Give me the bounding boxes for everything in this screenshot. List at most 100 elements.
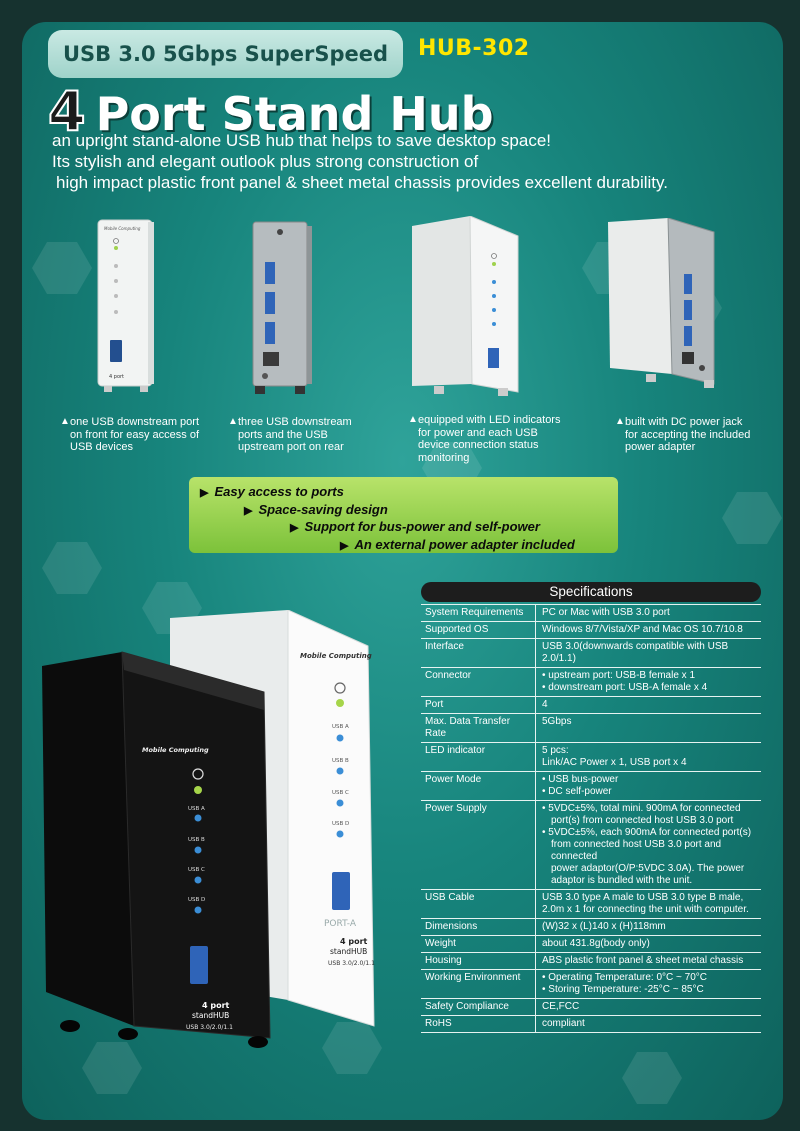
spec-value: 4 [535, 696, 761, 714]
spec-value: Windows 8/7/Vista/XP and Mac OS 10.7/10.… [535, 621, 761, 639]
spec-value-line: port(s) from connected host USB 3.0 port [551, 815, 734, 826]
port-a-label: PORT-A [324, 919, 357, 929]
table-row: Power Supply • 5VDC±5%, total mini. 900mA… [421, 800, 761, 890]
feature-item: ▶ Easy access to ports [200, 484, 344, 499]
arrow-right-icon: ▶ [340, 540, 349, 552]
triangle-bullet-icon: ▲ [408, 414, 418, 425]
spec-value: PC or Mac with USB 3.0 port [535, 604, 761, 622]
caption-line: built with DC power jack [625, 416, 743, 428]
intro-line: Its stylish and elegant outlook plus str… [52, 152, 479, 171]
spec-key: Connector [421, 667, 536, 697]
usb-b-label: USB B [188, 837, 205, 843]
spec-key: Weight [421, 935, 536, 953]
caption-line: on front for easy access of [70, 428, 200, 441]
version-label: USB 3.0/2.0/1.1 [328, 960, 375, 967]
tagline: USB 3.0 5Gbps SuperSpeed [48, 30, 403, 78]
spec-value-line: • 5VDC±5%, total mini. 900mA for connect… [542, 803, 741, 814]
spec-value-line: USB 3.0 type A male to USB 3.0 type B ma… [542, 892, 744, 903]
version-label: USB 3.0/2.0/1.1 [186, 1024, 233, 1031]
feature-text: An external power adapter included [354, 537, 575, 552]
hex-decor [622, 1052, 682, 1104]
table-row: Weight about 431.8g(body only) [421, 935, 761, 953]
spec-value: about 431.8g(body only) [535, 935, 761, 953]
table-row: Max. Data Transfer Rate 5Gbps [421, 713, 761, 743]
usb-d-label: USB D [332, 821, 349, 827]
standhub-label: standHUB [330, 947, 367, 956]
caption-led: ▲ equipped with LED indicators for power… [408, 414, 561, 464]
spec-value-line: from connected host USB 3.0 port and con… [551, 839, 722, 862]
spec-key: Supported OS [421, 621, 536, 639]
triangle-bullet-icon: ▲ [228, 416, 238, 427]
spec-value: CE,FCC [535, 998, 761, 1016]
spec-key: LED indicator [421, 742, 536, 772]
ports-label: 4 port [109, 374, 124, 380]
arrow-right-icon: ▶ [244, 505, 253, 517]
model-number: HUB-302 [418, 36, 530, 61]
feature-text: Easy access to ports [214, 484, 344, 499]
product-hero-image: Mobile Computing USB A USB B USB C USB D… [42, 610, 375, 1048]
caption-line: equipped with LED indicators [418, 414, 561, 426]
spec-value: 5Gbps [535, 713, 761, 743]
spec-value: compliant [535, 1015, 761, 1033]
spec-key: Power Mode [421, 771, 536, 801]
usb-d-label: USB D [188, 897, 205, 903]
table-row: Power Mode• USB bus-power• DC self-power [421, 771, 761, 801]
ports-label: 4 port [340, 937, 368, 946]
spec-value: • USB bus-power• DC self-power [535, 771, 761, 801]
spec-value: USB 3.0 type A male to USB 3.0 type B ma… [535, 889, 761, 919]
spec-key: Safety Compliance [421, 998, 536, 1016]
arrow-right-icon: ▶ [290, 522, 299, 534]
spec-value: • upstream port: USB-B female x 1• downs… [535, 667, 761, 697]
caption-line: device connection status [418, 439, 539, 451]
product-photo-front: Mobile Computing 4 port [97, 219, 154, 392]
table-row: Safety Compliance CE,FCC [421, 998, 761, 1016]
spec-value-line: • downstream port: USB-A female x 4 [542, 682, 708, 693]
spec-key: Working Environment [421, 969, 536, 999]
triangle-bullet-icon: ▲ [615, 416, 625, 427]
spec-value-line: about 431.8g(body only) [542, 938, 650, 949]
spec-value-line: compliant [542, 1018, 585, 1029]
spec-value: USB 3.0(downwards compatible with USB 2.… [535, 638, 761, 668]
spec-value-line: • 5VDC±5%, each 900mA for connected port… [542, 827, 752, 838]
spec-value-line: 2.0m x 1 for connecting the unit with co… [542, 904, 749, 915]
spec-key: Max. Data Transfer Rate [421, 713, 536, 743]
spec-value-line: Link/AC Power x 1, USB port x 4 [542, 757, 687, 768]
feature-item: ▶ An external power adapter included [340, 537, 575, 552]
spec-value: • Operating Temperature: 0°C ~ 70°C• Sto… [535, 969, 761, 999]
spec-value-line: CE,FCC [542, 1001, 580, 1012]
spec-value-line: • Storing Temperature: -25°C ~ 85°C [542, 984, 704, 995]
spec-value-line: • DC self-power [542, 786, 612, 797]
spec-value: ABS plastic front panel & sheet metal ch… [535, 952, 761, 970]
caption-front: ▲ one USB downstream port on front for e… [60, 416, 200, 454]
spec-value-line: power adaptor(O/P:5VDC 3.0A). The power [551, 863, 745, 874]
specs-title: Specifications [421, 582, 761, 602]
feature-item: ▶ Space-saving design [244, 502, 388, 517]
spec-key: Power Supply [421, 800, 536, 890]
arrow-right-icon: ▶ [200, 487, 209, 499]
hex-decor [722, 492, 782, 544]
usb-c-label: USB C [188, 867, 205, 873]
brand-label: Mobile Computing [300, 652, 372, 660]
feature-text: Space-saving design [258, 502, 388, 517]
brand-label: Mobile Computing [104, 226, 141, 231]
spec-key: Dimensions [421, 918, 536, 936]
caption-line: one USB downstream port [70, 416, 200, 428]
spec-value-line: 5Gbps [542, 716, 572, 727]
caption-dc: ▲ built with DC power jack for accepting… [615, 416, 751, 454]
table-row: Dimensions (W)32 x (L)140 x (H)118mm [421, 918, 761, 936]
caption-line: ports and the USB [238, 428, 328, 441]
caption-line: for accepting the included [625, 428, 751, 441]
spec-key: Housing [421, 952, 536, 970]
ports-label: 4 port [202, 1001, 230, 1010]
spec-value-line: • USB bus-power [542, 774, 619, 785]
caption-rear: ▲ three USB downstream ports and the USB… [228, 416, 352, 454]
spec-value-line: (W)32 x (L)140 x (H)118mm [542, 921, 666, 932]
intro-text: an upright stand-alone USB hub that help… [52, 130, 668, 193]
